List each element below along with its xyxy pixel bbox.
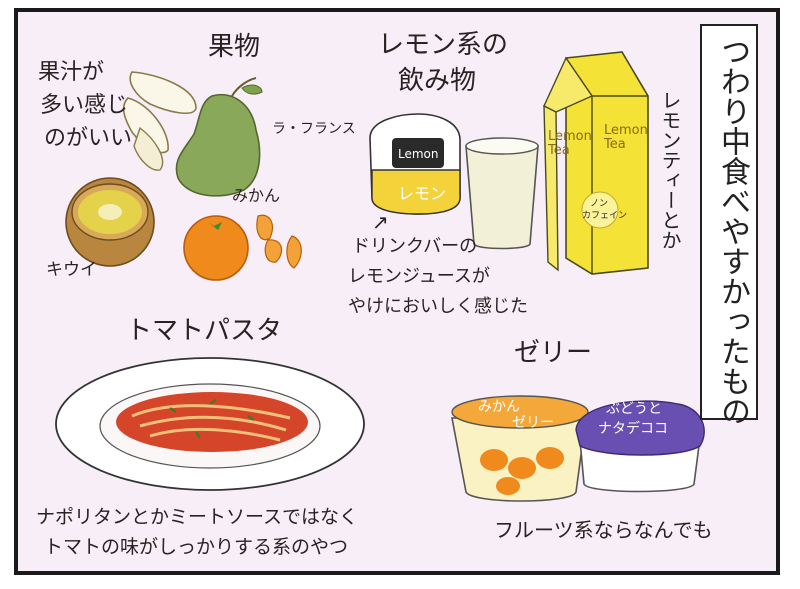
carton-small-2: カフェイン (582, 211, 628, 221)
grape-jelly-label-line-2: ナタデココ (598, 421, 668, 437)
mikan-jelly-label-line-2: ゼリー (512, 415, 554, 431)
fruits-note-line-3: のがいい (44, 126, 133, 151)
cup-label-jp: レモン (398, 184, 447, 203)
pasta-note-line-1: ナポリタンとかミートソースではなく (36, 506, 359, 528)
lemon-drinks-heading-line-2: 飲み物 (398, 66, 477, 96)
lemon-drinks-note-line-1: ドリンクバーの (352, 236, 478, 257)
lemon-juice-glass-illustration (465, 137, 539, 250)
carton-label: Lemon Tea (548, 129, 592, 159)
jelly-note: フルーツ系ならなんでも (494, 518, 713, 542)
lemon-drinks-note-line-3: やけにおいしく感じた (348, 296, 528, 317)
lemon-drinks-note-line-2: レモンジュースが (348, 266, 490, 287)
lemon-drinks-heading-line-1: レモン系の (378, 30, 509, 60)
mikan-label: みかん (232, 186, 281, 205)
pasta-note-line-2: トマトの味がしっかりする系のやつ (44, 536, 349, 558)
title-box: つわり中食べやすかったもの (700, 24, 758, 426)
grape-jelly-label-line-1: ぶどうと (606, 401, 662, 417)
page-title: つわり中食べやすかったもの (715, 36, 750, 426)
lemon-tea-side-note: レモンティーとか (658, 90, 682, 250)
fruits-note-line-1: 果汁が (38, 60, 105, 85)
mikan-jelly-label-line-1: みかん (478, 399, 520, 415)
grape-jelly-illustration (575, 400, 705, 493)
cup-label-en: Lemon (398, 147, 439, 161)
lemon-cup-illustration (369, 113, 461, 215)
pasta-heading: トマトパスタ (126, 316, 283, 346)
la-france-pear-illustration (175, 77, 263, 197)
carton-label-side: Lemon Tea (604, 123, 648, 153)
kiwi-label: キウイ (46, 260, 97, 280)
mikan-illustration (183, 214, 302, 281)
pear-slices-illustration (122, 71, 197, 171)
la-france-label: ラ・フランス (272, 121, 356, 137)
jelly-heading: ゼリー (514, 338, 593, 368)
fruits-heading: 果物 (208, 32, 261, 62)
kiwi-illustration (65, 177, 155, 267)
mikan-jelly-illustration (451, 395, 589, 502)
tomato-pasta-illustration (55, 357, 365, 491)
arrow-up-icon: ↗ (372, 210, 389, 234)
lemon-tea-carton-illustration (543, 51, 649, 275)
fruits-note-line-2: 多い感じ (40, 93, 129, 118)
carton-small-1: ノン (590, 199, 609, 209)
